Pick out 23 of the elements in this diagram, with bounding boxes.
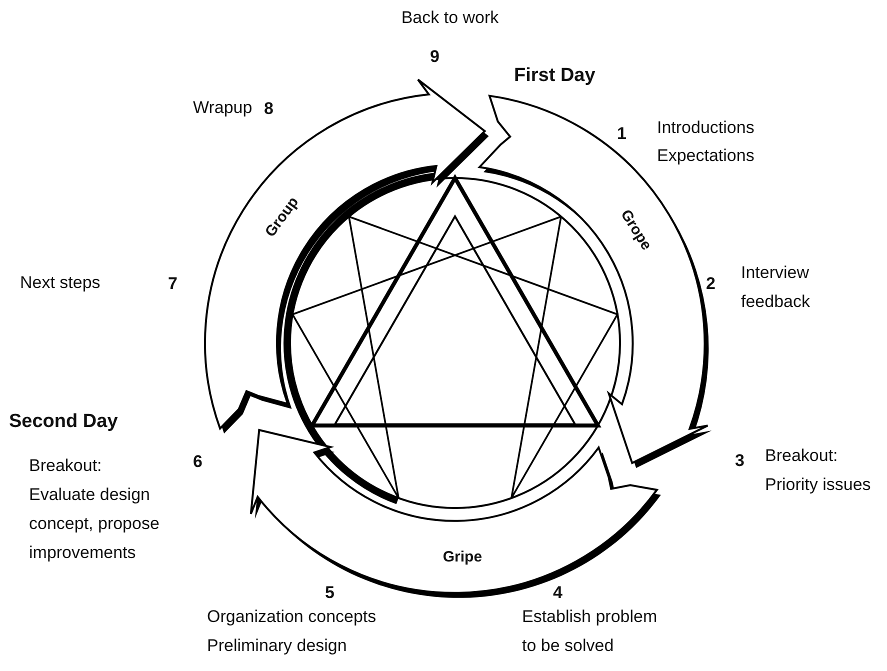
annotation-text: Wrapup [193, 97, 254, 119]
day-heading: Second Day [9, 410, 119, 434]
annotation-text: Preliminary design [207, 635, 348, 657]
annotation-text: Introductions [657, 117, 756, 139]
step-number: 7 [168, 273, 178, 295]
step-number: 5 [325, 582, 336, 604]
step-number: 6 [193, 451, 204, 473]
annotation-text: Breakout: Evaluate design concept, propose improvements [29, 455, 160, 564]
step-number: 2 [706, 273, 716, 295]
step-number: 9 [430, 46, 440, 68]
step-number: 8 [264, 98, 274, 120]
step-number: 3 [735, 450, 746, 472]
phase-label: Gripe [442, 548, 482, 566]
annotation-text: Expectations [657, 145, 756, 167]
annotation-text: Breakout: Priority issues [765, 445, 872, 496]
annotation-text: Establish problem to be solved [522, 606, 658, 657]
annotation-text: Next steps [20, 272, 102, 294]
annotation-text: Back to work [400, 7, 500, 29]
annotation-text: Interview feedback [741, 262, 811, 313]
step-number: 4 [553, 582, 564, 604]
annotation-text: Organization concepts [207, 606, 378, 628]
step-number: 1 [617, 123, 628, 145]
day-heading: First Day [514, 64, 596, 88]
